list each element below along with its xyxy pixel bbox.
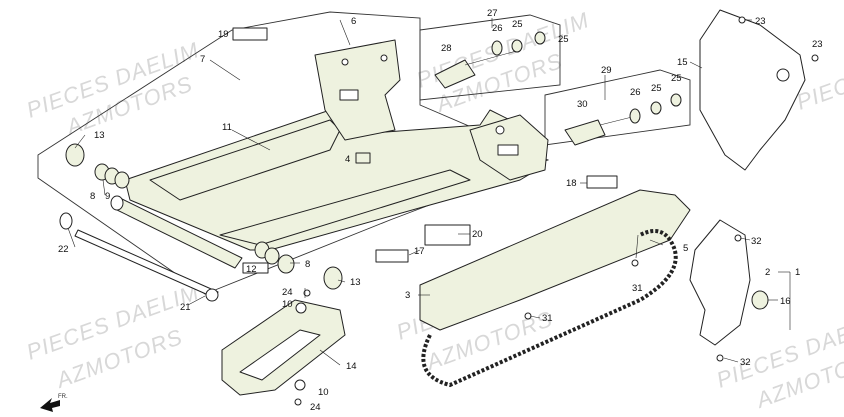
callout-5: 5 [683, 243, 688, 254]
adjuster-bolts [434, 31, 682, 146]
front-direction-indicator: FR. [40, 394, 68, 412]
callout-26b: 26 [630, 87, 641, 98]
rear-fender [699, 9, 806, 171]
front-label: FR. [58, 394, 68, 400]
callout-16: 16 [780, 296, 791, 307]
callout-32b: 32 [740, 357, 751, 368]
callout-8: 8 [90, 191, 95, 202]
callout-14: 14 [346, 361, 357, 372]
arrow-icon [40, 398, 60, 412]
chain-guard-bracket [689, 219, 769, 346]
sticker-18 [586, 175, 618, 189]
callout-1: 1 [795, 267, 800, 278]
callout-24b: 24 [310, 402, 321, 413]
callout-29: 29 [601, 65, 612, 76]
leader-lines [67, 18, 791, 366]
callout-4: 4 [345, 154, 350, 165]
callout-7: 7 [200, 54, 205, 65]
label-plate-20 [424, 224, 471, 246]
chain-case [419, 189, 691, 331]
swingarm-group-outline [37, 11, 550, 295]
bolt [631, 259, 639, 267]
sticker-12 [242, 262, 269, 274]
callout-9: 9 [105, 191, 110, 202]
callout-10: 10 [282, 299, 293, 310]
callout-30: 30 [577, 99, 588, 110]
callout-25d: 25 [671, 73, 682, 84]
callout-25: 25 [512, 19, 523, 30]
callout-15: 15 [677, 57, 688, 68]
callout-19: 19 [218, 29, 229, 40]
callout-6: 6 [351, 16, 356, 27]
swingarm [124, 39, 549, 251]
callout-27: 27 [487, 8, 498, 19]
bolt [716, 354, 724, 362]
callout-11: 11 [222, 122, 232, 133]
callout-26: 26 [492, 23, 503, 34]
callout-13: 13 [94, 130, 105, 141]
sticker-17 [375, 249, 409, 263]
sticker-19 [232, 27, 268, 41]
callout-18: 18 [566, 178, 577, 189]
chain-slider [221, 299, 346, 396]
callout-25c: 25 [651, 83, 662, 94]
adjuster-left-outline [419, 14, 561, 101]
callout-31b: 31 [542, 313, 553, 324]
callout-13b: 13 [350, 277, 361, 288]
callout-23: 23 [755, 16, 766, 27]
callout-20: 20 [472, 229, 483, 240]
bolt [811, 54, 819, 62]
callout-32: 32 [751, 236, 762, 247]
callout-3: 3 [405, 290, 410, 301]
bolt [294, 398, 302, 406]
callout-25b: 25 [558, 34, 569, 45]
callout-23b: 23 [812, 39, 823, 50]
callout-17: 17 [414, 246, 425, 257]
callout-31: 31 [632, 283, 643, 294]
callout-28: 28 [441, 43, 452, 54]
callout-22: 22 [58, 244, 69, 255]
bushings [65, 143, 343, 290]
callout-labels: 1 2 3 4 5 6 7 8 8 9 10 10 11 12 13 13 14… [58, 8, 823, 413]
clip-4 [355, 152, 371, 164]
bolt [303, 289, 311, 297]
callout-21: 21 [180, 302, 191, 313]
callout-24: 24 [282, 287, 293, 298]
drive-chain [421, 229, 678, 388]
callout-10b: 10 [318, 387, 329, 398]
callout-2: 2 [765, 267, 770, 278]
callout-12: 12 [246, 264, 257, 275]
callout-8b: 8 [305, 259, 310, 270]
bolt [738, 16, 746, 24]
adjuster-right-outline [544, 69, 691, 146]
pivot-tube [59, 195, 243, 302]
